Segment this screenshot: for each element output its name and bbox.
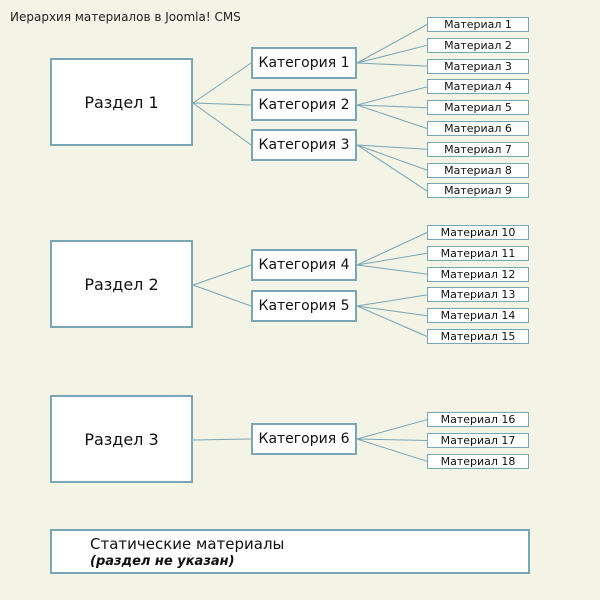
category-box: Категория 5 — [251, 290, 357, 322]
section-box: Раздел 2 — [50, 240, 193, 328]
connector-line — [356, 419, 428, 440]
connector-line — [192, 284, 252, 307]
connector-line — [356, 104, 428, 129]
category-box: Категория 2 — [251, 89, 357, 121]
connector-line — [192, 438, 252, 441]
material-box: Материал 16 — [427, 412, 529, 428]
category-box: Категория 6 — [251, 423, 357, 455]
material-box: Материал 18 — [427, 453, 529, 469]
material-box: Материал 15 — [427, 329, 529, 344]
material-box: Материал 2 — [427, 37, 529, 53]
static-materials-title: Статические материалы — [90, 535, 285, 553]
connector-line — [356, 62, 428, 67]
connector-line — [356, 44, 428, 64]
connector-line — [356, 305, 428, 337]
connector-line — [192, 102, 252, 146]
connector-line — [356, 104, 428, 109]
material-box: Материал 14 — [427, 308, 529, 324]
material-box: Материал 8 — [427, 162, 529, 178]
connector-line — [356, 144, 428, 192]
material-box: Материал 3 — [427, 58, 529, 74]
material-box: Материал 7 — [427, 141, 529, 157]
material-box: Материал 6 — [427, 121, 529, 136]
static-materials-box: Статические материалы (раздел не указан) — [50, 529, 530, 574]
connector-line — [192, 102, 252, 106]
material-box: Материал 13 — [427, 287, 529, 303]
static-materials-subtitle: (раздел не указан) — [90, 554, 235, 569]
connector-line — [356, 438, 428, 441]
connector-line — [356, 294, 428, 307]
material-box: Материал 11 — [427, 245, 529, 261]
material-box: Материал 4 — [427, 79, 529, 95]
connector-line — [356, 144, 428, 171]
section-box: Раздел 3 — [50, 395, 193, 483]
connector-line — [356, 144, 428, 150]
category-box: Категория 1 — [251, 47, 357, 79]
section-box: Раздел 1 — [50, 58, 193, 146]
material-box: Материал 10 — [427, 225, 529, 240]
connector-line — [356, 264, 428, 275]
material-box: Материал 1 — [427, 17, 529, 32]
category-box: Категория 3 — [251, 129, 357, 161]
diagram-title: Иерархия материалов в Joomla! CMS — [10, 10, 241, 24]
connector-line — [356, 24, 428, 64]
connector-line — [356, 305, 428, 317]
material-box: Материал 17 — [427, 433, 529, 448]
material-box: Материал 5 — [427, 100, 529, 116]
connector-line — [356, 252, 428, 266]
connector-line — [356, 438, 428, 462]
category-box: Категория 4 — [251, 249, 357, 281]
material-box: Материал 9 — [427, 183, 529, 199]
material-box: Материал 12 — [427, 266, 529, 282]
connector-line — [356, 86, 428, 106]
connector-line — [192, 62, 252, 104]
connector-line — [356, 232, 428, 266]
connector-line — [192, 264, 252, 286]
